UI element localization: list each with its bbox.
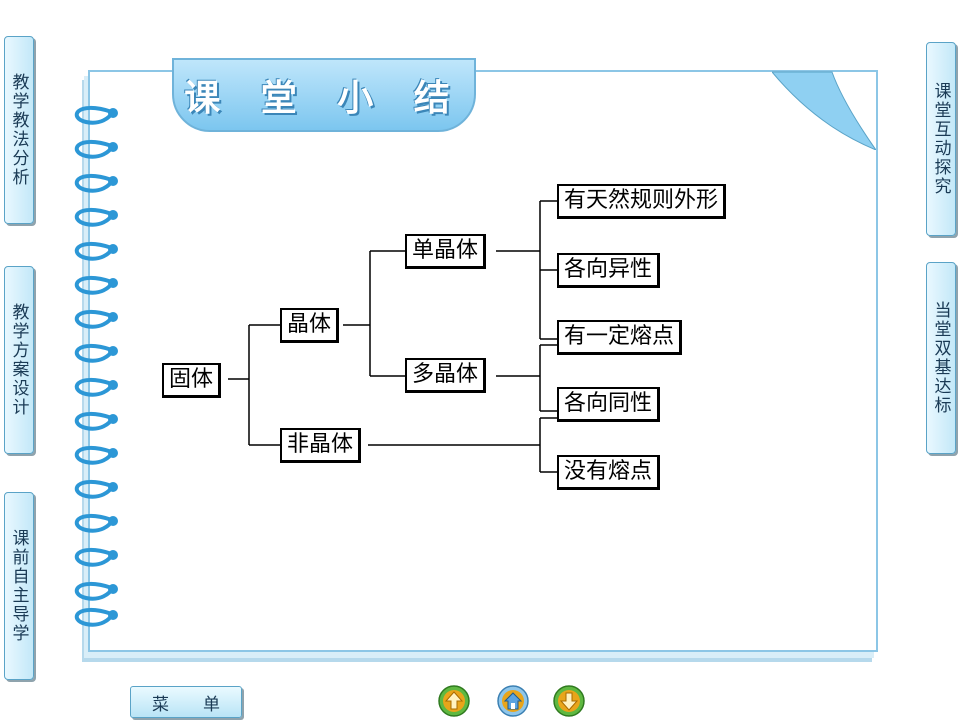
tab-class-interaction[interactable]: 课堂互动探究	[926, 42, 956, 236]
menu-button-label: 菜单	[152, 694, 254, 715]
tab-basic-practice[interactable]: 当堂双基达标	[926, 262, 956, 454]
spiral-binding	[74, 105, 118, 627]
up-arrow-icon[interactable]	[438, 685, 470, 717]
node-solid: 固体	[162, 363, 222, 398]
tab-class-interaction-label: 课堂互动探究	[930, 82, 951, 196]
tab-teaching-analysis-label: 教学教法分析	[8, 73, 29, 187]
node-single-crystal: 单晶体	[405, 234, 487, 269]
home-icon[interactable]	[497, 685, 529, 717]
tab-preview-study[interactable]: 课前自主导学	[4, 492, 34, 680]
menu-button[interactable]: 菜单	[130, 686, 242, 718]
node-polycrystal: 多晶体	[405, 358, 487, 393]
node-isotropy: 各向同性	[557, 387, 661, 422]
down-arrow-icon[interactable]	[553, 685, 585, 717]
section-title: 课 堂 小 结	[184, 77, 464, 119]
section-title-tab: 课 堂 小 结	[172, 58, 476, 132]
node-regular-shape: 有天然规则外形	[557, 184, 727, 219]
node-anisotropy: 各向异性	[557, 253, 661, 288]
page-curl-decoration	[772, 71, 876, 150]
node-amorphous: 非晶体	[280, 428, 362, 463]
tab-teaching-plan[interactable]: 教学方案设计	[4, 266, 34, 454]
node-fixed-melting-point: 有一定熔点	[557, 320, 683, 355]
tab-basic-practice-label: 当堂双基达标	[930, 301, 951, 415]
node-crystal: 晶体	[280, 308, 340, 343]
tab-teaching-analysis[interactable]: 教学教法分析	[4, 36, 34, 224]
tab-teaching-plan-label: 教学方案设计	[8, 303, 29, 417]
node-no-melting-point: 没有熔点	[557, 455, 661, 490]
tab-preview-study-label: 课前自主导学	[8, 529, 29, 643]
